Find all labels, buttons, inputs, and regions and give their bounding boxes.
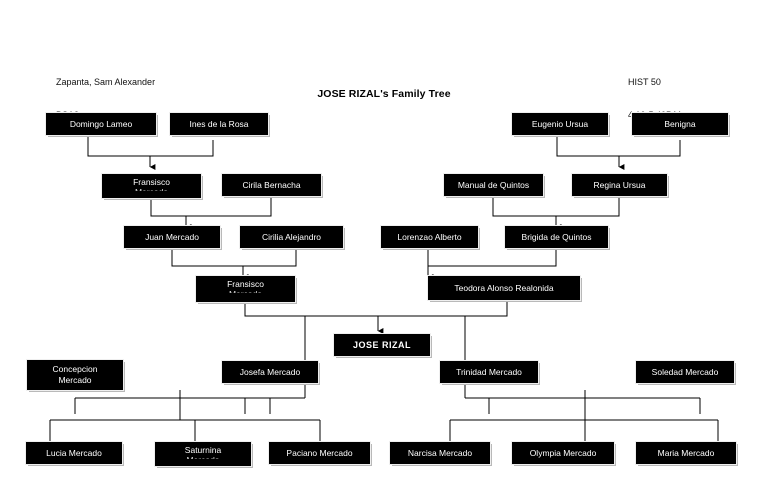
node-soledad-mercado[interactable]: Soledad Mercado bbox=[635, 360, 735, 384]
node-jose-rizal[interactable]: JOSE RIZAL bbox=[333, 333, 431, 357]
node-trinidad-mercado[interactable]: Trinidad Mercado bbox=[439, 360, 539, 384]
class-code: HIST 50 bbox=[628, 77, 661, 87]
node-ines-de-la-rosa[interactable]: Ines de la Rosa bbox=[169, 112, 269, 136]
node-label: Fransisco bbox=[133, 177, 170, 187]
node-teodora-alonso-realonida[interactable]: Teodora Alonso Realonida bbox=[427, 275, 581, 301]
node-label-line1: Concepcion bbox=[52, 364, 98, 374]
node-fransisco-mercado-father[interactable]: Fransisco Mercado bbox=[195, 275, 296, 303]
node-domingo-lameo[interactable]: Domingo Lameo bbox=[45, 112, 157, 136]
node-sublabel: Mercado bbox=[200, 289, 291, 293]
node-cirilia-alejandro[interactable]: Cirilia Alejandro bbox=[239, 225, 344, 249]
node-sublabel: Mercado bbox=[106, 187, 197, 191]
node-lorenzao-alberto[interactable]: Lorenzao Alberto bbox=[380, 225, 479, 249]
node-brigida-de-quintos[interactable]: Brigida de Quintos bbox=[504, 225, 609, 249]
node-paciano-mercado[interactable]: Paciano Mercado bbox=[268, 441, 371, 465]
node-lucia-mercado[interactable]: Lucia Mercado bbox=[25, 441, 123, 465]
node-regina-ursua[interactable]: Regina Ursua bbox=[571, 173, 668, 197]
node-label-line2: Mercado bbox=[58, 375, 92, 385]
node-manual-de-quintos[interactable]: Manual de Quintos bbox=[443, 173, 544, 197]
node-benigna[interactable]: Benigna bbox=[631, 112, 729, 136]
node-sublabel: Mercado bbox=[159, 455, 247, 459]
node-saturnina[interactable]: Saturnina Mercado bbox=[154, 441, 252, 467]
node-concepcion-mercado[interactable]: Concepcion Mercado bbox=[26, 359, 124, 391]
node-maria-mercado[interactable]: Maria Mercado bbox=[635, 441, 737, 465]
node-olympia-mercado[interactable]: Olympia Mercado bbox=[511, 441, 615, 465]
page-title: JOSE RIZAL's Family Tree bbox=[317, 88, 451, 100]
node-josefa-mercado[interactable]: Josefa Mercado bbox=[221, 360, 319, 384]
node-label: Saturnina bbox=[184, 445, 222, 455]
student-name: Zapanta, Sam Alexander bbox=[56, 77, 156, 87]
node-juan-mercado[interactable]: Juan Mercado bbox=[123, 225, 221, 249]
node-label: Fransisco bbox=[227, 279, 264, 289]
node-eugenio-ursua[interactable]: Eugenio Ursua bbox=[511, 112, 609, 136]
node-cirila-bernacha[interactable]: Cirila Bernacha bbox=[221, 173, 322, 197]
node-fransisco-mercado-elder[interactable]: Fransisco Mercado bbox=[101, 173, 202, 199]
node-narcisa-mercado[interactable]: Narcisa Mercado bbox=[389, 441, 491, 465]
